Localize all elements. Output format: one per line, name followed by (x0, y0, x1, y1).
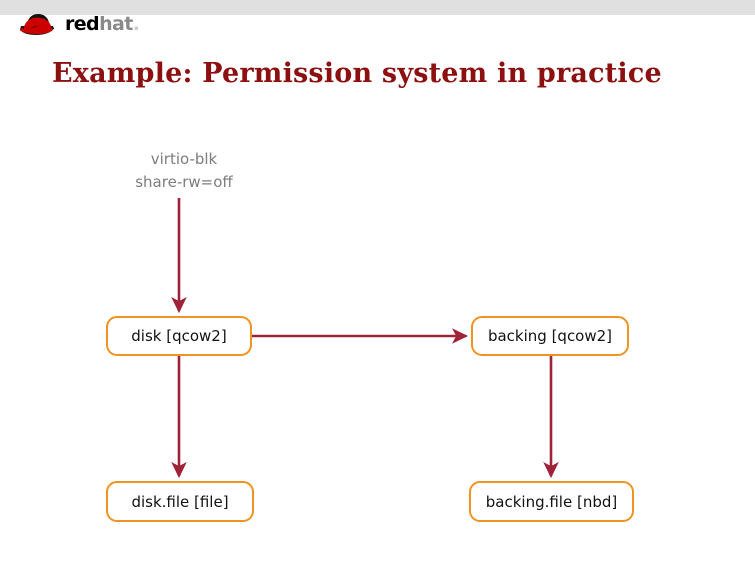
caption-line-1: virtio-blk (150, 150, 218, 168)
redhat-fedora-icon (18, 12, 62, 36)
logo-word-red: red (65, 12, 100, 35)
logo-word-hat: hat (99, 12, 133, 35)
top-bar (0, 0, 755, 15)
node-disk[interactable]: disk [qcow2] (106, 316, 252, 356)
node-backing-file[interactable]: backing.file [nbd] (469, 481, 634, 522)
node-disk-file[interactable]: disk.file [file] (106, 481, 254, 522)
node-disk-file-label: disk.file [file] (131, 492, 229, 511)
node-disk-label: disk [qcow2] (131, 327, 227, 345)
caption-line-2: share-rw=off (135, 173, 233, 191)
node-backing-file-label: backing.file [nbd] (485, 492, 618, 511)
slide-title: Example: Permission system in practice (52, 58, 662, 89)
node-backing-label: backing [qcow2] (487, 327, 613, 345)
redhat-logo: redhat. (18, 11, 140, 37)
node-backing[interactable]: backing [qcow2] (471, 316, 629, 356)
virtio-blk-caption: virtio-blk share-rw=off (104, 148, 264, 194)
logo-trademark: . (132, 12, 140, 35)
